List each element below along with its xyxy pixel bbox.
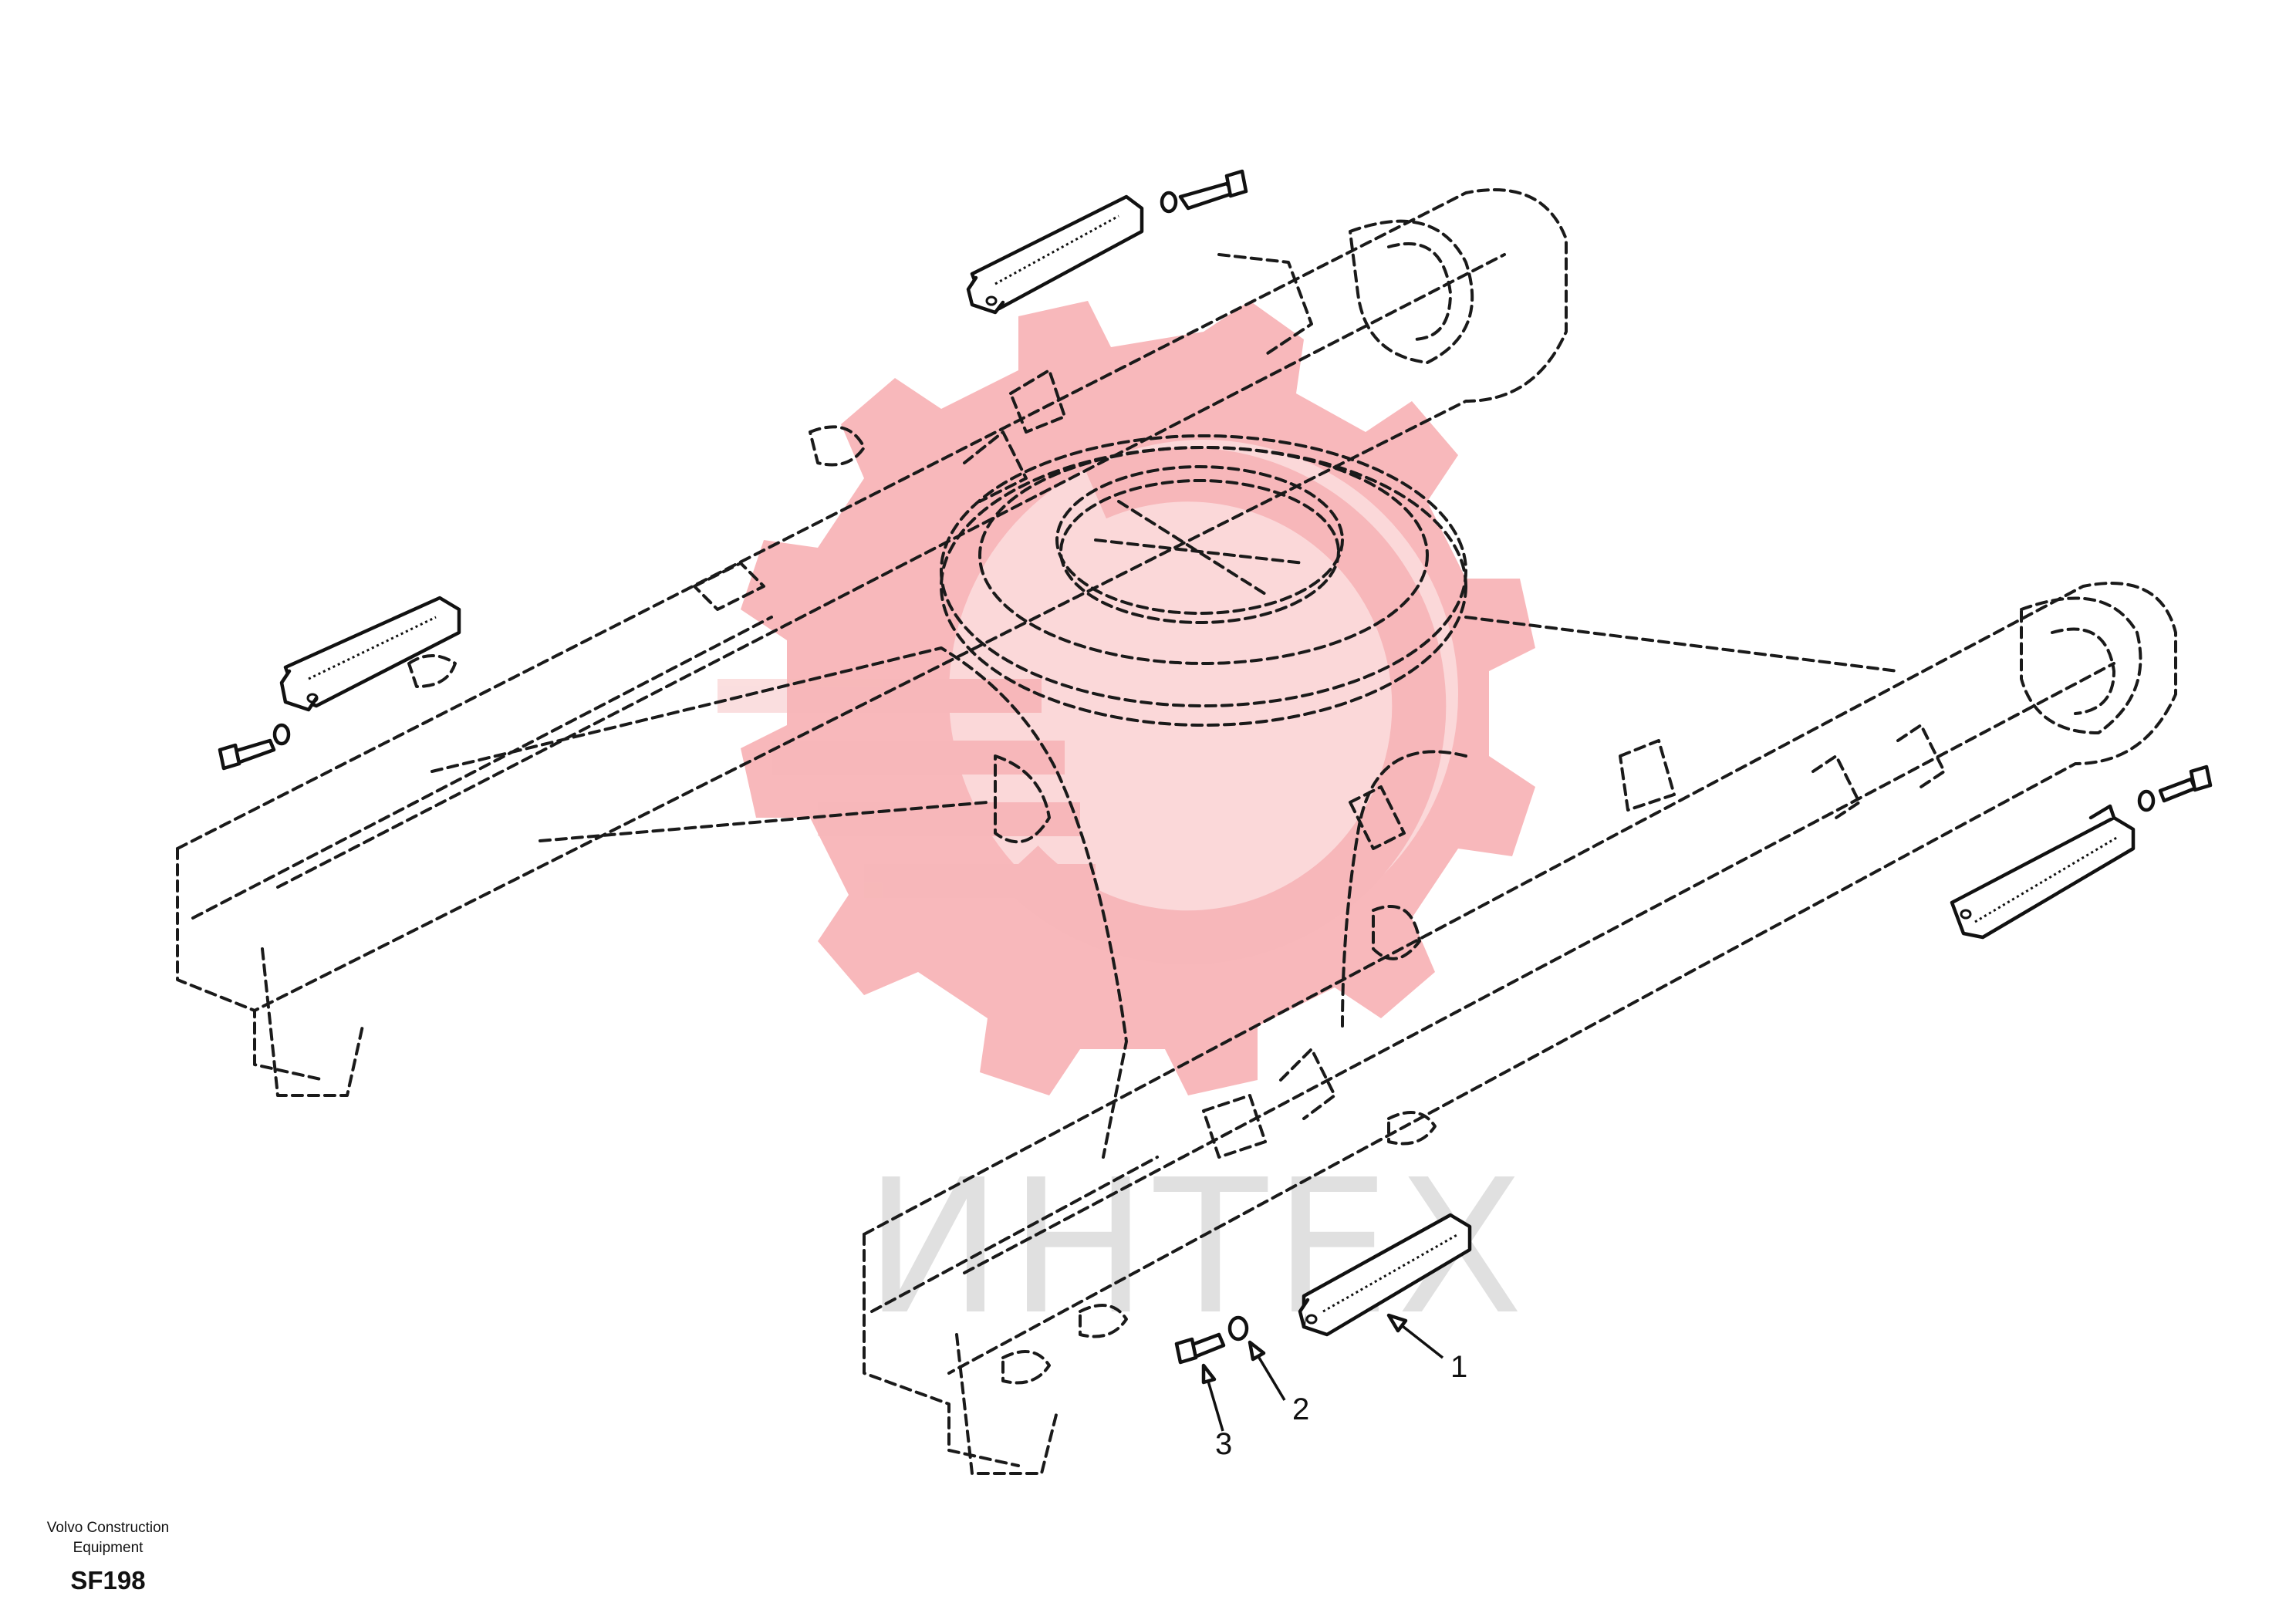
callout-1: 1	[1450, 1350, 1467, 1384]
bolt-top	[1160, 169, 1248, 214]
callout-2: 2	[1292, 1392, 1309, 1426]
watermark-gear-icon	[741, 301, 1535, 1095]
undercarriage-frame	[176, 188, 2177, 1475]
watermark-swoosh-icon	[718, 440, 1458, 965]
washer-front	[1227, 1315, 1249, 1342]
bolt-right	[2137, 764, 2213, 812]
step-bracket-right	[1950, 804, 2136, 940]
manufacturer-line-1: Volvo Construction	[46, 1520, 170, 1536]
manufacturer-line-2: Equipment	[73, 1540, 144, 1556]
step-bracket-top	[966, 194, 1144, 315]
diagram-code: SF198	[70, 1566, 146, 1595]
callout-3: 3	[1215, 1427, 1232, 1461]
manufacturer-label: Volvo Construction Equipment	[23, 1518, 193, 1558]
bolt-left	[218, 723, 291, 771]
callout-leaders	[1201, 1313, 1444, 1432]
step-bracket-front	[1298, 1213, 1472, 1337]
bolt-front	[1174, 1332, 1226, 1365]
step-bracket-left	[279, 596, 461, 712]
